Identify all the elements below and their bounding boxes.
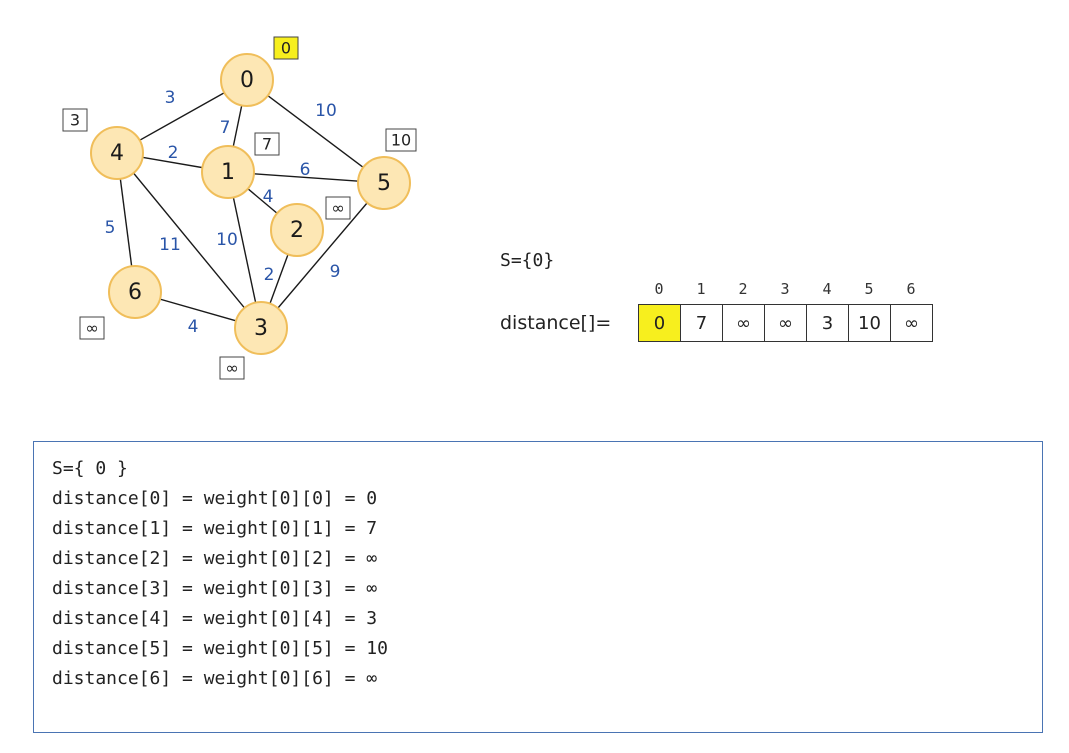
edge-weight-label: 9 bbox=[330, 262, 341, 282]
node-label: 2 bbox=[290, 218, 304, 243]
set-s-label: S={0} bbox=[500, 250, 555, 271]
distance-tag bbox=[62, 108, 88, 132]
array-cells: 0 7 ∞ ∞ 3 10 ∞ bbox=[638, 304, 933, 342]
node-label: 1 bbox=[221, 160, 235, 185]
graph-edge bbox=[116, 152, 262, 329]
distance-tag-text: 0 bbox=[281, 39, 291, 58]
array-cell-1: 7 bbox=[681, 305, 723, 341]
node-label: 4 bbox=[110, 141, 124, 166]
array-index: 3 bbox=[780, 280, 790, 298]
edge-weight-label: 11 bbox=[159, 235, 181, 255]
array-label: distance[]= bbox=[500, 312, 612, 334]
code-line: distance[3] = weight[0][3] = ∞ bbox=[52, 578, 378, 599]
array-cell-5: 10 bbox=[849, 305, 891, 341]
code-line: distance[2] = weight[0][2] = ∞ bbox=[52, 548, 378, 569]
distance-tag bbox=[254, 132, 280, 156]
distance-array: 0 1 2 3 4 5 6 distance[]= 0 7 ∞ ∞ 3 10 ∞ bbox=[500, 280, 933, 342]
graph-node bbox=[108, 265, 162, 319]
graph-node bbox=[220, 53, 274, 107]
array-index: 5 bbox=[864, 280, 874, 298]
edge-weight-label: 6 bbox=[300, 160, 311, 180]
array-cell-0: 0 bbox=[639, 305, 681, 341]
edge-weight-label: 5 bbox=[105, 218, 116, 238]
graph-edge bbox=[260, 182, 385, 329]
distance-tag-text: 10 bbox=[391, 131, 411, 150]
distance-tag bbox=[325, 196, 351, 220]
node-label: 6 bbox=[128, 280, 142, 305]
graph-node bbox=[270, 203, 324, 257]
code-line: distance[5] = weight[0][5] = 10 bbox=[52, 638, 388, 659]
array-cell-4: 3 bbox=[807, 305, 849, 341]
distance-tag-text: ∞ bbox=[225, 359, 238, 378]
graph-diagram: 3 7 10 2 6 4 5 11 10 2 9 4 0 1 2 3 4 5 6 0 7 ∞ ∞ 3 10 ∞ bbox=[62, 36, 417, 380]
graph-edge bbox=[246, 79, 385, 184]
array-index: 0 bbox=[654, 280, 664, 298]
array-cell-3: ∞ bbox=[765, 305, 807, 341]
edge-weight-label: 2 bbox=[168, 143, 179, 163]
node-label: 0 bbox=[240, 68, 254, 93]
distance-tag-text: ∞ bbox=[331, 199, 344, 218]
array-index: 1 bbox=[696, 280, 706, 298]
distance-tag bbox=[385, 128, 417, 152]
array-index: 6 bbox=[906, 280, 916, 298]
distance-tag bbox=[79, 316, 105, 340]
code-line: distance[0] = weight[0][0] = 0 bbox=[52, 488, 378, 509]
distance-tag bbox=[219, 356, 245, 380]
edge-weight-label: 2 bbox=[264, 265, 275, 285]
edge-weight-label: 10 bbox=[315, 101, 337, 121]
edge-weight-label: 4 bbox=[188, 317, 199, 337]
edge-weight-label: 10 bbox=[216, 230, 238, 250]
array-cell-2: ∞ bbox=[723, 305, 765, 341]
distance-tag-text: ∞ bbox=[85, 319, 98, 338]
distance-tag-text: 7 bbox=[262, 135, 272, 154]
array-cell-6: ∞ bbox=[904, 312, 919, 334]
node-label: 5 bbox=[377, 171, 391, 196]
graph-node bbox=[357, 156, 411, 210]
distance-tag bbox=[273, 36, 299, 60]
code-line: S={ 0 } bbox=[52, 458, 128, 479]
node-label: 3 bbox=[254, 316, 268, 341]
code-line: distance[6] = weight[0][6] = ∞ bbox=[52, 668, 378, 689]
graph-node bbox=[201, 145, 255, 199]
code-line: distance[1] = weight[0][1] = 7 bbox=[52, 518, 378, 539]
graph-node bbox=[234, 301, 288, 355]
array-index-row: 0 1 2 3 4 5 6 bbox=[638, 280, 933, 304]
edge-weight-label: 7 bbox=[220, 118, 231, 138]
distance-tag-text: 3 bbox=[70, 111, 80, 130]
array-index: 2 bbox=[738, 280, 748, 298]
code-box: S={ 0 } distance[0] = weight[0][0] = 0 d… bbox=[33, 441, 1043, 733]
code-line: distance[4] = weight[0][4] = 3 bbox=[52, 608, 378, 629]
edge-weight-label: 3 bbox=[165, 88, 176, 108]
array-index: 4 bbox=[822, 280, 832, 298]
edge-weight-label: 4 bbox=[263, 187, 274, 207]
graph-node bbox=[90, 126, 144, 180]
